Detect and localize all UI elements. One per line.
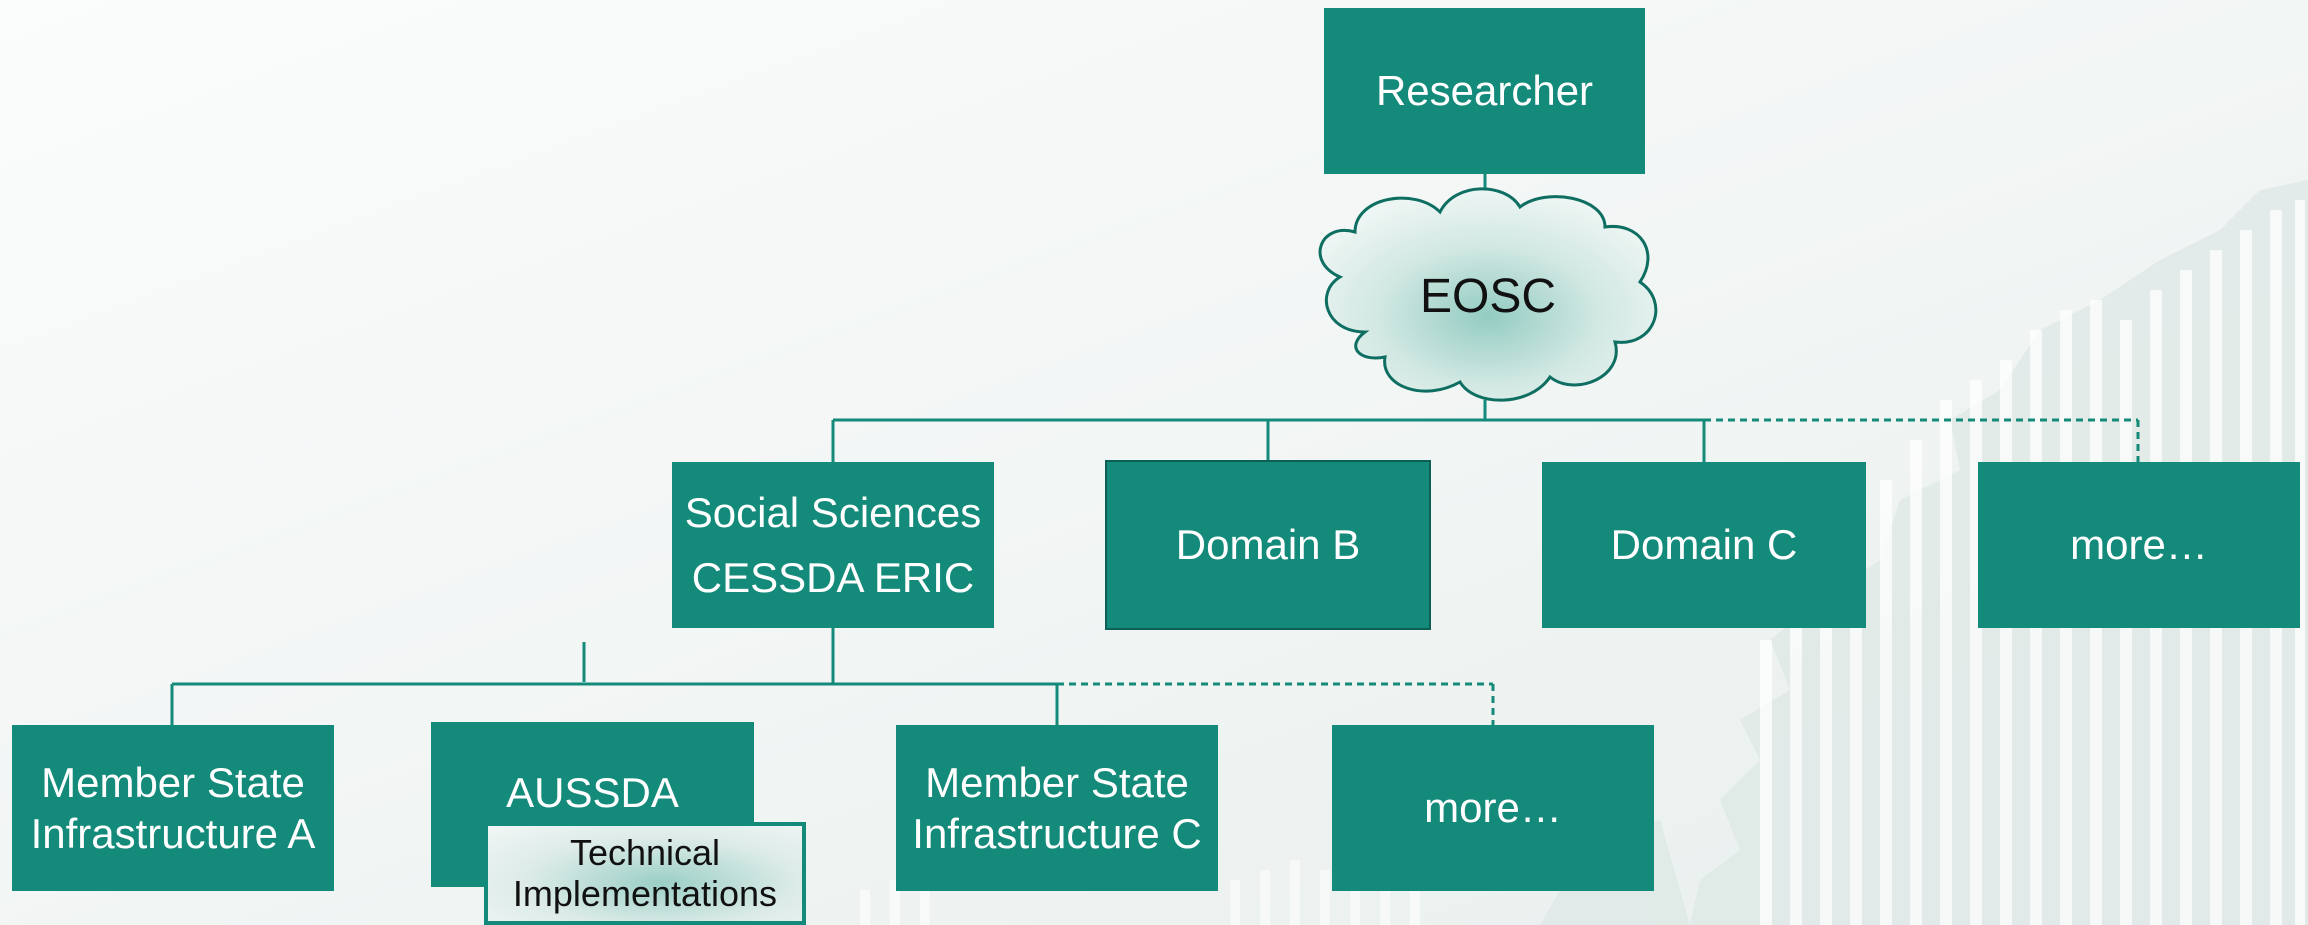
domain-line: Social Sciences [684, 488, 982, 536]
infrastructure-line: AUSSDA [506, 769, 679, 816]
technical-implementations-box: Technical Implementations [484, 822, 806, 925]
technical-line: Implementations [512, 872, 778, 914]
infrastructure-line: Infrastructure C [912, 810, 1202, 857]
domain-node-social-sciences: Social Sciences CESSDA ERIC [672, 462, 994, 628]
domain-node-more: more… [1978, 462, 2300, 628]
domain-line: Domain C [1610, 521, 1798, 569]
eosc-cloud: EOSC [1305, 182, 1671, 404]
infrastructure-line: Member State [925, 758, 1189, 806]
domain-line: Domain B [1175, 521, 1361, 569]
infrastructure-line: more… [1424, 784, 1562, 832]
domain-node-b: Domain B [1105, 460, 1431, 630]
domain-line: more… [2070, 521, 2208, 569]
eosc-label: EOSC [1419, 269, 1557, 323]
domain-node-c: Domain C [1542, 462, 1866, 628]
infrastructure-node-a: Member State Infrastructure A [12, 725, 334, 891]
domain-line: CESSDA ERIC [691, 554, 975, 601]
infrastructure-node-more: more… [1332, 725, 1654, 891]
technical-line: Technical [569, 832, 721, 874]
infrastructure-line: Infrastructure A [30, 810, 316, 857]
cloud-icon [1318, 187, 1658, 402]
researcher-node: Researcher [1324, 8, 1645, 174]
researcher-label: Researcher [1375, 67, 1594, 115]
infrastructure-node-c: Member State Infrastructure C [896, 725, 1218, 891]
infrastructure-line: Member State [41, 758, 305, 806]
